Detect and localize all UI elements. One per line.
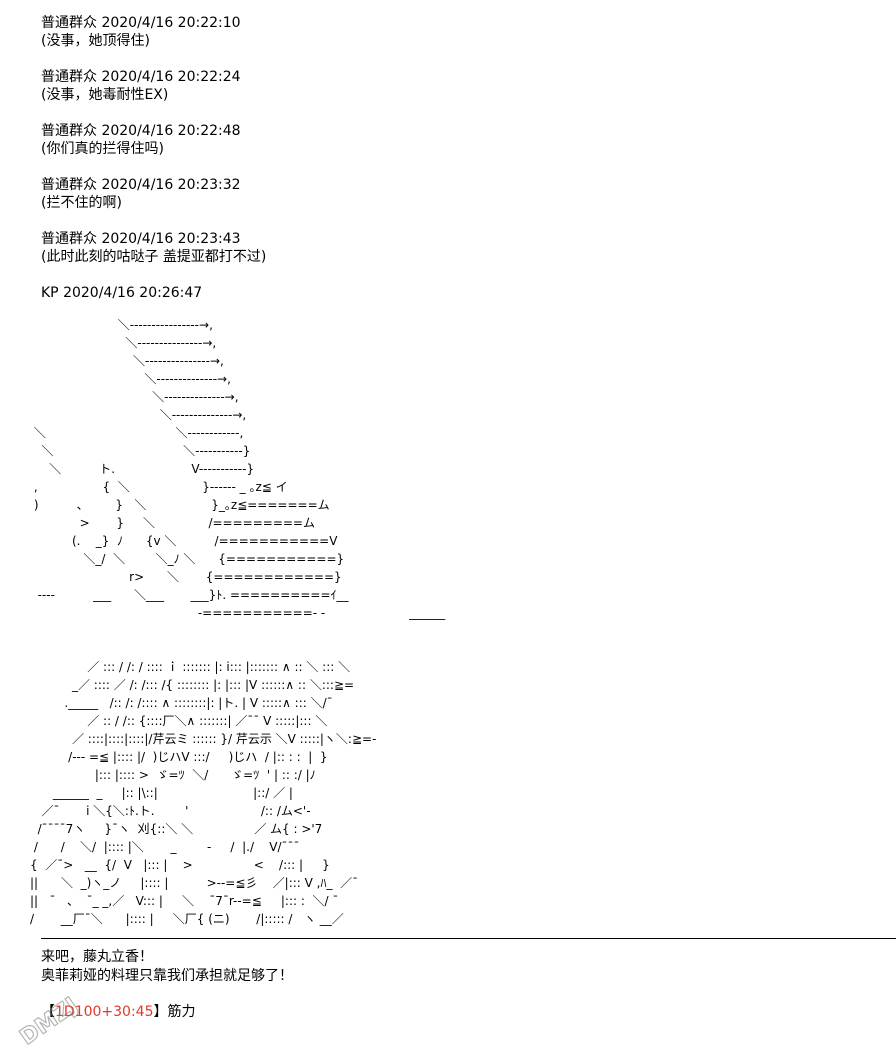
ascii-art-character-face: ／ ::: / /: / :::: ｉ ::::::: |: i::: |:::…	[30, 660, 377, 926]
ascii-art-speed-lines: ＼----------------→, ＼---------------→, ＼…	[33, 318, 446, 620]
bracket-close: 】	[153, 1004, 168, 1020]
message-header: 普通群众 2020/4/16 20:22:48	[41, 123, 241, 139]
chat-message-3: 普通群众 2020/4/16 20:22:48 (你们真的拦得住吗)	[41, 122, 881, 158]
chat-message-4: 普通群众 2020/4/16 20:23:32 (拦不住的啊)	[41, 176, 881, 212]
dialogue-line-1: 来吧，藤丸立香！	[41, 949, 153, 965]
message-header: 普通群众 2020/4/16 20:22:24	[41, 69, 241, 85]
chat-log: 普通群众 2020/4/16 20:22:10 (没事，她顶得住) 普通群众 2…	[41, 14, 881, 320]
dialogue-block: 来吧，藤丸立香！ 奥菲莉娅的料理只靠我们承担就足够了！	[41, 948, 293, 986]
message-header: 普通群众 2020/4/16 20:23:32	[41, 177, 241, 193]
dialogue-line-2: 奥菲莉娅的料理只靠我们承担就足够了！	[41, 968, 293, 984]
message-body: (没事，她顶得住)	[41, 33, 150, 49]
dice-roll-value: 1D100+30:45	[55, 1004, 154, 1020]
kp-message: KP 2020/4/16 20:26:47	[41, 284, 881, 302]
message-header: 普通群众 2020/4/16 20:23:43	[41, 231, 241, 247]
dice-roll-result: 【1D100+30:45】筋力	[41, 1003, 196, 1021]
bracket-open: 【	[41, 1004, 55, 1020]
watermark-text: DMZJ	[16, 993, 83, 1050]
message-body: (此时此刻的咕哒子 盖提亚都打不过)	[41, 249, 267, 265]
message-body: (拦不住的啊)	[41, 195, 122, 211]
message-body: (没事，她毒耐性EX)	[41, 87, 169, 103]
kp-header: KP 2020/4/16 20:26:47	[41, 285, 203, 301]
separator-line	[41, 938, 896, 939]
dmzj-watermark-logo: DMZJ	[15, 992, 83, 1051]
message-header: 普通群众 2020/4/16 20:22:10	[41, 15, 241, 31]
chat-message-2: 普通群众 2020/4/16 20:22:24 (没事，她毒耐性EX)	[41, 68, 881, 104]
message-body: (你们真的拦得住吗)	[41, 141, 164, 157]
chat-message-5: 普通群众 2020/4/16 20:23:43 (此时此刻的咕哒子 盖提亚都打不…	[41, 230, 881, 266]
dice-stat-label: 筋力	[167, 1004, 196, 1020]
chat-message-1: 普通群众 2020/4/16 20:22:10 (没事，她顶得住)	[41, 14, 881, 50]
